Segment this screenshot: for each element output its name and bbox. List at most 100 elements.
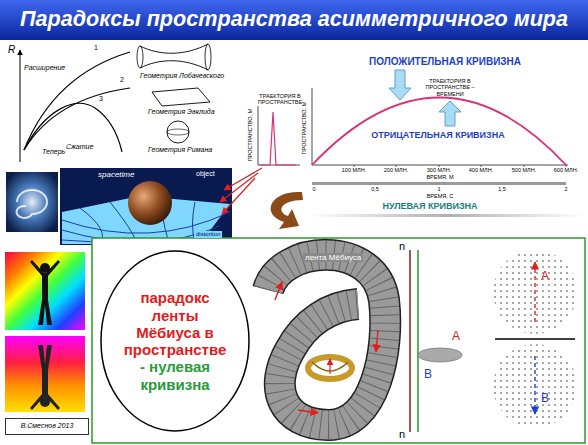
rect-shape	[312, 182, 566, 185]
ellipse-shape	[101, 251, 249, 431]
line-shape	[409, 250, 411, 432]
callout-number: 3	[99, 95, 103, 103]
path-shape	[268, 255, 385, 425]
strip-label: лента Мёбиуса	[303, 253, 363, 262]
tick-label: 0,5	[371, 186, 379, 192]
point-label: A	[541, 270, 549, 284]
rect-shape	[310, 214, 585, 217]
tick-label: 1,5	[498, 186, 506, 192]
point-label: A	[452, 330, 460, 344]
picture-label: spacetime	[98, 170, 134, 179]
curve-label: Теперь	[42, 148, 65, 156]
picture-label: object	[196, 170, 215, 178]
line-shape	[534, 262, 535, 322]
polygon-shape	[152, 88, 210, 106]
rect-shape	[5, 252, 85, 330]
line-shape	[417, 250, 419, 432]
node-text-group: В.Смеснов 2013	[6, 419, 88, 434]
axis-label: R	[8, 44, 15, 56]
circle-shape	[493, 250, 577, 334]
path-shape	[268, 255, 385, 425]
geometry-label: Геометрия Римана	[148, 146, 212, 154]
tick-label: 100 МЛН.	[342, 167, 366, 173]
picture-label: distortion	[194, 231, 222, 238]
path-shape	[17, 190, 47, 218]
circle-shape	[493, 344, 577, 428]
line-shape	[376, 330, 378, 352]
line-shape	[20, 50, 21, 162]
path-shape	[312, 88, 568, 165]
ellipse-shape	[205, 44, 211, 70]
path-shape	[24, 103, 122, 152]
axis-label: ПРОСТРАНСТВО, М	[301, 102, 307, 154]
curve-label: Расширение	[24, 64, 65, 72]
ellipse-node: парадокс ленты Мёбиуса в пространстве- н…	[100, 250, 250, 432]
rect-shape	[5, 336, 85, 412]
tick-label: 500 МЛН.	[512, 167, 536, 173]
line-shape	[275, 282, 282, 300]
tick-label: 1	[437, 186, 440, 192]
g-shape	[30, 345, 60, 410]
polygon-shape	[389, 70, 411, 100]
callout-number: 1	[94, 44, 98, 52]
polygon-shape	[439, 101, 461, 126]
curve-label: Сжатие	[66, 143, 93, 151]
line-shape	[220, 173, 258, 202]
tick-label: 300 МЛН.	[427, 167, 451, 173]
axis-label: ВРЕМЯ, С	[427, 193, 454, 199]
ellipse-shape	[167, 129, 189, 135]
rect-shape	[0, 0, 588, 40]
line-shape	[534, 356, 535, 414]
tick-label: 600 МЛН.	[554, 167, 578, 173]
path-shape	[24, 52, 130, 150]
tick-label: 200 МЛН.	[384, 167, 408, 173]
tick-label: 2	[564, 186, 567, 192]
path-shape	[354, 165, 566, 167]
node-text: В.Смеснов 2013	[21, 422, 74, 430]
title-text: Парадоксы пространства асимметричного ми…	[0, 7, 588, 32]
circle-shape	[167, 121, 189, 143]
geometry-label: Геометрия Эвклида	[148, 108, 215, 116]
chart-title: ТРАЕКТОРИЯ В ПРОСТРАНСТВЕ – ВРЕМЕНИ	[415, 78, 485, 97]
rect-shape	[60, 168, 232, 245]
line-shape	[298, 410, 318, 413]
ellipse-shape	[137, 46, 143, 68]
rect-shape	[6, 172, 58, 232]
signature-box: В.Смеснов 2013	[5, 418, 89, 435]
axis-label: ПРОСТРАНСТВО, М	[247, 109, 253, 161]
path-shape	[140, 44, 208, 70]
path-shape	[268, 255, 385, 425]
vector-label: n	[399, 240, 405, 253]
curvature-label: НУЛЕВАЯ КРИВИЗНА	[382, 201, 477, 211]
axis-label: ВРЕМЯ, М	[426, 174, 453, 180]
callout-number: 2	[120, 76, 124, 84]
chart-title: ТРАЕКТОРИЯ В ПРОСТРАНСТВЕ	[254, 93, 306, 106]
curvature-label: ОТРИЦАТЕЛЬНАЯ КРИВИЗНА	[371, 130, 504, 140]
path-shape	[30, 345, 60, 410]
circle-shape	[128, 181, 172, 225]
node-text: - нулевая кривизна	[118, 358, 232, 393]
path-shape	[24, 88, 130, 150]
line-shape	[495, 338, 575, 340]
ellipse-shape	[308, 357, 352, 379]
ellipse-shape	[418, 348, 462, 362]
line-shape	[329, 359, 330, 374]
path-shape	[312, 98, 566, 166]
node-text-group: парадокс ленты Мёбиуса в пространстве- н…	[100, 250, 250, 432]
node-text: парадокс ленты Мёбиуса в пространстве	[118, 289, 232, 358]
tick-label: 400 МЛН.	[469, 167, 493, 173]
curvature-label: ПОЛОЖИТЕЛЬНАЯ КРИВИЗНА	[369, 56, 521, 68]
path-shape	[271, 192, 303, 229]
path-shape	[260, 112, 296, 165]
tick-label: 0	[312, 186, 315, 192]
path-shape	[258, 106, 300, 165]
vector-label: n	[399, 428, 405, 441]
point-label: B	[541, 392, 549, 406]
geometry-label: Геометрия Лобачевского	[140, 72, 224, 80]
line-shape	[222, 178, 255, 214]
path-shape	[30, 260, 60, 325]
rect-shape	[92, 238, 585, 443]
line-shape	[224, 168, 262, 190]
point-label: B	[424, 368, 432, 382]
